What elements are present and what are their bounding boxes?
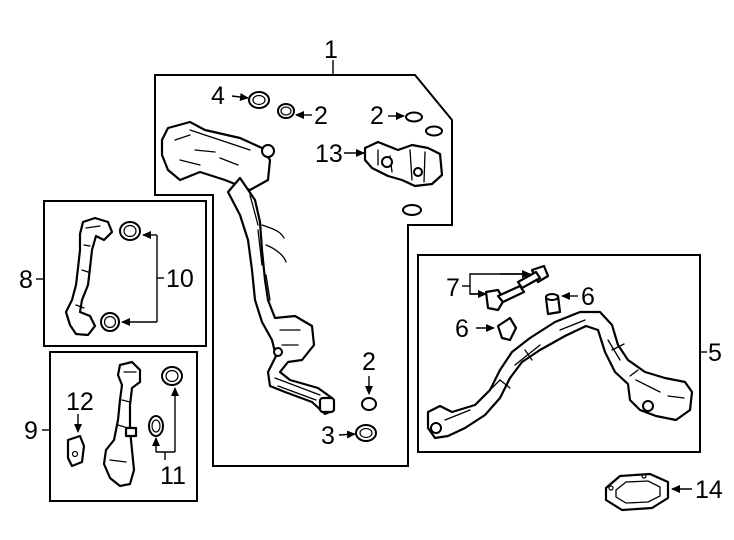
callout-2b: 2	[370, 102, 384, 130]
fitting-7	[484, 264, 550, 312]
callout-2c: 2	[362, 348, 376, 376]
callout-6a: 6	[581, 283, 595, 311]
callout-2a: 2	[314, 102, 328, 130]
callout-4-leader	[231, 93, 249, 101]
o-ring-3	[355, 424, 377, 442]
cap-6-right	[544, 293, 562, 316]
gasket-14	[604, 472, 670, 512]
o-ring-2-lower	[361, 397, 377, 411]
callout-14: 14	[695, 476, 723, 504]
callout-4: 4	[211, 82, 225, 110]
main-hose-assembly	[160, 120, 336, 416]
callout-12: 12	[66, 388, 94, 416]
callout-11: 11	[160, 462, 186, 490]
callout-6b: 6	[455, 315, 469, 343]
o-ring-spare-2	[402, 204, 422, 216]
callout-8: 8	[19, 266, 33, 294]
callout-3-leader	[338, 430, 356, 439]
callout-9: 9	[24, 417, 38, 445]
callout-3: 3	[321, 422, 335, 450]
o-ring-2-upper-right	[405, 111, 423, 123]
o-ring-4	[248, 91, 270, 109]
hose-5	[426, 310, 694, 440]
clip-12	[66, 434, 86, 468]
o-ring-spare-1	[425, 125, 443, 137]
hose-9	[102, 360, 142, 488]
hose-8	[64, 216, 114, 337]
callout-5: 5	[708, 339, 722, 367]
o-ring-11-upper	[161, 366, 183, 386]
o-ring-2-upper-left	[277, 103, 295, 119]
cap-6-left	[496, 316, 518, 342]
sensor-bracket-13	[363, 140, 444, 188]
callout-13: 13	[315, 140, 343, 168]
callout-10: 10	[166, 265, 194, 293]
callout-1: 1	[324, 36, 338, 64]
o-ring-10-lower	[100, 312, 120, 332]
callout-7: 7	[446, 274, 460, 302]
o-ring-11-lower	[148, 415, 164, 437]
o-ring-10-upper	[119, 221, 141, 241]
